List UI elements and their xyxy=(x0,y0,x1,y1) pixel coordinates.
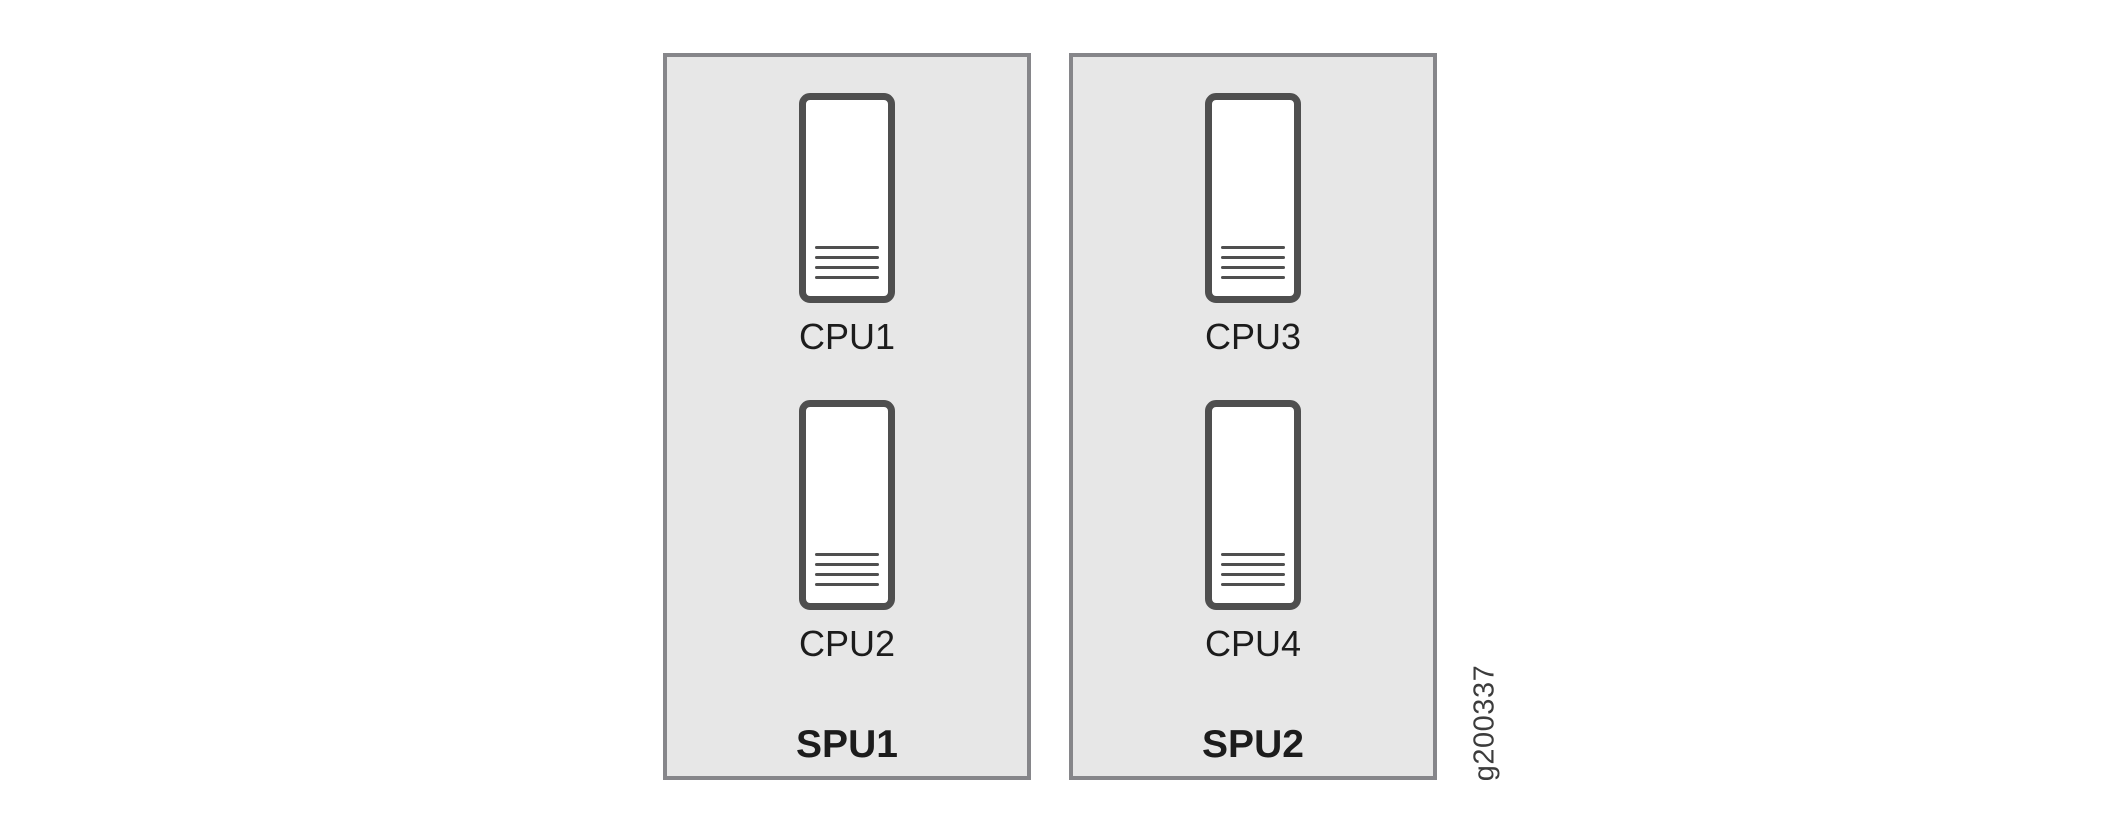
vent-line xyxy=(1221,246,1285,249)
vent-line xyxy=(1221,553,1285,556)
cpu-chip-icon xyxy=(799,93,895,303)
cpu4-label: CPU4 xyxy=(1204,623,1302,664)
cpu3-label: CPU3 xyxy=(1204,316,1302,357)
cpu-vent-lines-icon xyxy=(1221,553,1285,586)
cpu-vent-lines-icon xyxy=(815,553,879,586)
cpu-chip-icon xyxy=(1205,93,1301,303)
vent-line xyxy=(1221,256,1285,259)
vent-line xyxy=(815,573,879,576)
vent-line xyxy=(1221,583,1285,586)
cpu2-label: CPU2 xyxy=(798,623,896,664)
vent-line xyxy=(1221,563,1285,566)
figure-id: g200337 xyxy=(1468,664,1501,782)
vent-line xyxy=(815,276,879,279)
vent-line xyxy=(815,583,879,586)
vent-line xyxy=(1221,573,1285,576)
spu2-panel: CPU3 CPU4 SPU2 xyxy=(1069,53,1437,780)
cpu-chip-icon xyxy=(799,400,895,610)
cpu-chip-icon xyxy=(1205,400,1301,610)
vent-line xyxy=(815,553,879,556)
vent-line xyxy=(1221,266,1285,269)
vent-line xyxy=(815,563,879,566)
spu1-label: SPU1 xyxy=(796,723,898,766)
vent-line xyxy=(815,256,879,259)
cpu-vent-lines-icon xyxy=(815,246,879,279)
spu2-label: SPU2 xyxy=(1202,723,1304,766)
vent-line xyxy=(815,266,879,269)
cpu1-label: CPU1 xyxy=(798,316,896,357)
vent-line xyxy=(815,246,879,249)
spu1-panel: CPU1 CPU2 SPU1 xyxy=(663,53,1031,780)
vent-line xyxy=(1221,276,1285,279)
cpu-vent-lines-icon xyxy=(1221,246,1285,279)
